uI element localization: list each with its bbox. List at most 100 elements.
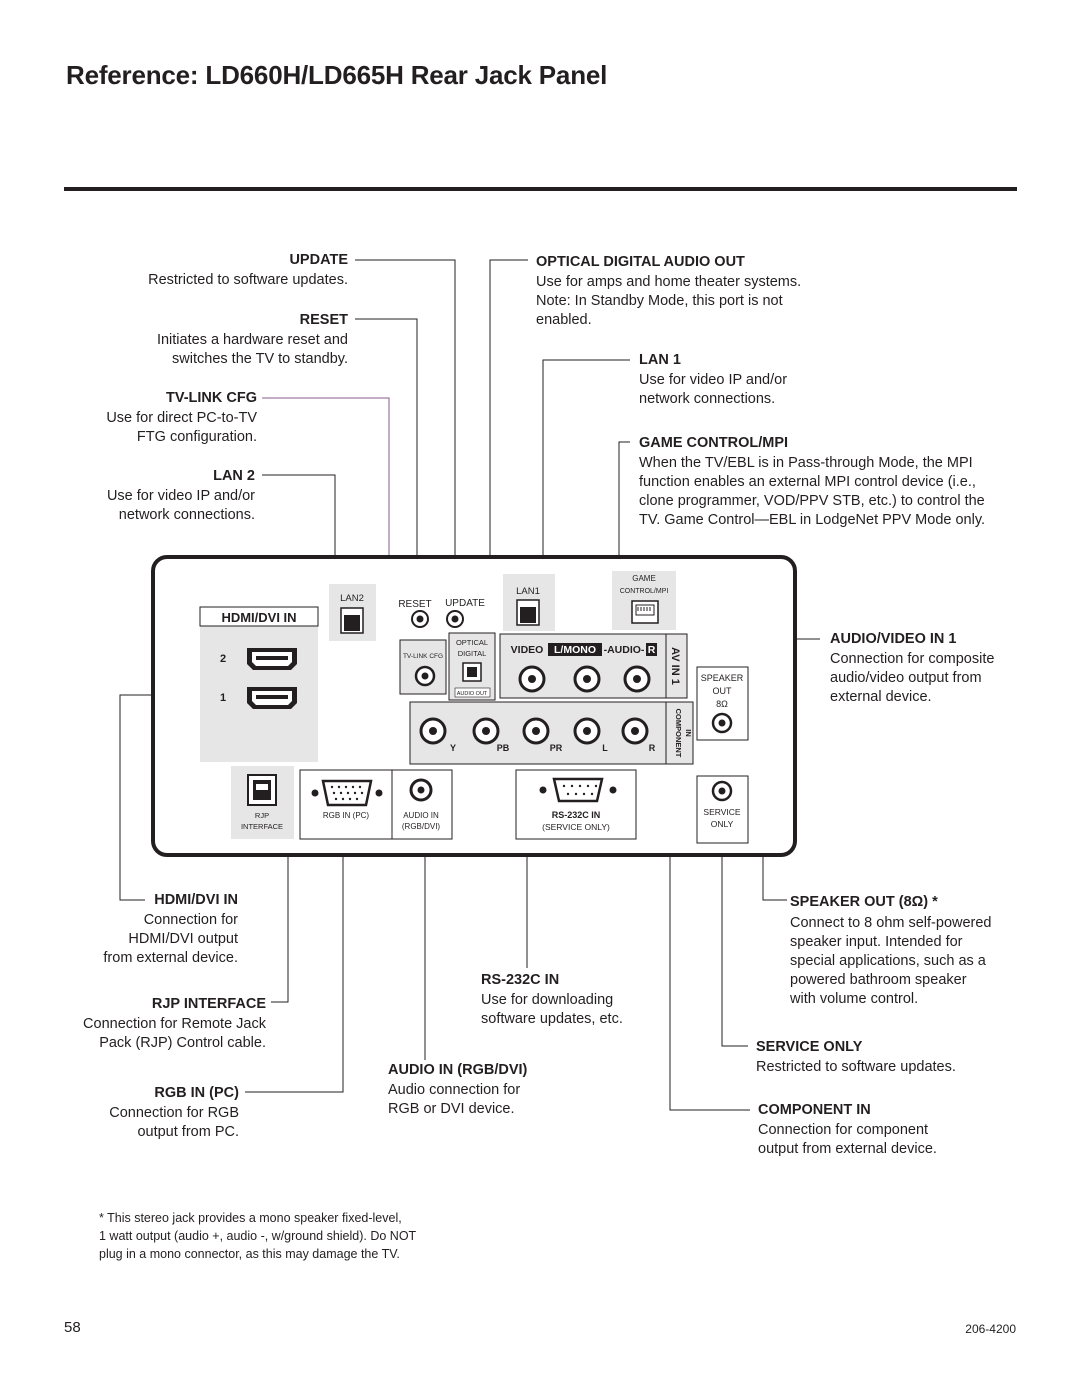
rjp-label-2: INTERFACE [241,822,283,831]
leader-optical [489,259,528,640]
callout-rjp-heading: RJP INTERFACE [151,996,266,1012]
rgb-in-pc-label: RGB IN (PC) [323,811,370,820]
lan1-label: LAN1 [516,586,540,597]
footnote-line-1: * This stereo jack provides a mono speak… [99,1211,402,1225]
component-r-label: R [649,743,656,753]
callout-speaker-text: Connect to 8 ohm self-powered speaker in… [790,915,992,1007]
leader-rgb [245,828,344,1093]
optical-label-top: OPTICAL [456,638,488,647]
callout-rs232-text: Use for downloading software updates, et… [481,992,623,1027]
rgb-vga-connector [311,779,383,807]
component-block: COMPONENT IN Y PB PR L R [409,701,694,765]
component-r-jack [621,717,649,745]
callout-reset-text: Initiates a hardware reset and switches … [156,332,348,367]
callout-hdmi-heading: HDMI/DVI IN [154,892,238,908]
hdmi-block-title: HDMI/DVI IN [221,610,296,625]
hdmi-port-2 [247,648,297,670]
callout-reset-heading: RESET [299,312,348,328]
callout-game-heading: GAME CONTROL/MPI [639,435,789,451]
speaker-label-3: 8Ω [716,699,728,709]
reset-button [411,610,429,628]
audio-in-jack [409,778,433,802]
callout-rgb-text: Connection for RGB output from PC. [109,1105,239,1140]
leader-component [669,765,750,1111]
component-vertical-label: COMPONENT [674,709,683,758]
callout-rs232-heading: RS-232C IN [481,972,560,988]
callout-update-heading: UPDATE [289,252,348,268]
hdmi-port-1-label: 1 [220,692,226,704]
component-y-label: Y [450,743,456,753]
av-video-jack [518,665,546,693]
component-pr-jack [522,717,550,745]
rjp-interface-port: RJP INTERFACE [231,766,294,839]
optical-label-mid: DIGITAL [458,649,487,658]
callout-game-text: When the TV/EBL is in Pass-through Mode,… [639,455,986,528]
rs232c-label-2: (SERVICE ONLY) [542,822,610,832]
callout-rgb-heading: RGB IN (PC) [154,1085,239,1101]
game-control-port: GAME CONTROL/MPI [612,571,676,630]
component-l-label: L [602,743,608,753]
speaker-label-1: SPEAKER [701,673,744,683]
callout-lan2-text: Use for video IP and/or network connecti… [106,488,255,523]
hdmi-block: HDMI/DVI IN 2 1 [199,606,319,762]
callout-tvlink-text: Use for direct PC-to-TV FTG configuratio… [106,410,257,445]
lan1-port: LAN1 [503,574,555,631]
speaker-label-2: OUT [713,686,733,696]
callout-component-text: Connection for component output from ext… [758,1122,937,1157]
component-in-vertical-label: IN [684,729,693,737]
component-l-jack [573,717,601,745]
callout-update-text: Restricted to software updates. [148,272,348,288]
callout-avin-heading: AUDIO/VIDEO IN 1 [830,631,957,647]
av-audio-r-label: R [648,644,656,656]
service-label-1: SERVICE [703,807,740,817]
leader-service [721,845,748,1047]
component-y-jack [419,717,447,745]
component-pr-label: PR [550,743,563,753]
lan2-label: LAN2 [340,593,364,604]
leader-reset [355,318,418,600]
title-rule [64,187,1017,191]
reset-label: RESET [398,599,431,610]
callout-audioin-text: Audio connection for RGB or DVI device. [388,1082,521,1117]
hdmi-port-1 [247,687,297,709]
av-in-1-block: VIDEO L/MONO -AUDIO- R AV IN 1 [499,633,688,699]
callout-rjp-text: Connection for Remote Jack Pack (RJP) Co… [83,1016,266,1051]
update-button [446,610,464,628]
callout-audioin-heading: AUDIO IN (RGB/DVI) [388,1062,528,1078]
av-audio-r-jack [623,665,651,693]
callout-service-heading: SERVICE ONLY [756,1039,863,1055]
speaker-out-port: SPEAKER OUT 8Ω [696,666,749,741]
audio-in-label-2: (RGB/DVI) [402,822,441,831]
leader-game [618,441,630,575]
doc-number: 206-4200 [965,1322,1016,1336]
av-in-1-vertical: AV IN 1 [669,647,681,685]
service-only-port: SERVICE ONLY [696,775,749,844]
callout-optical-heading: OPTICAL DIGITAL AUDIO OUT [536,254,745,270]
av-lmono-label: L/MONO [554,644,596,656]
av-video-label: VIDEO [511,644,544,656]
callout-lan1-heading: LAN 1 [639,352,681,368]
callout-lan1-text: Use for video IP and/or network connecti… [639,372,788,407]
page-title: Reference: LD660H/LD665H Rear Jack Panel [66,60,608,90]
update-label: UPDATE [445,598,485,609]
page-number: 58 [64,1319,81,1336]
rs232c-port: RS-232C IN (SERVICE ONLY) [515,769,637,840]
rjp-label-1: RJP [255,811,269,820]
callout-lan2-heading: LAN 2 [213,468,255,484]
leader-lan1 [542,359,630,580]
component-pb-jack [472,717,500,745]
leader-rjp [271,828,289,1003]
tvlink-port: TV-LINK CFG [399,639,447,695]
callout-avin-text: Connection for composite audio/video out… [830,651,995,705]
rs232c-label-1: RS-232C IN [552,810,601,820]
footnote-line-2: 1 watt output (audio +, audio -, w/groun… [99,1229,417,1243]
callout-service-text: Restricted to software updates. [756,1059,956,1075]
game-label-1: GAME [632,574,656,583]
rgb-audio-block: RGB IN (PC) AUDIO IN (RGB/DVI) [299,769,453,840]
av-audio-l-jack [573,665,601,693]
optical-label-bottom: AUDIO OUT [457,691,488,697]
av-audio-label: -AUDIO- [604,644,645,656]
callout-component-heading: COMPONENT IN [758,1102,871,1118]
footnote-line-3: plug in a mono connector, as this may da… [99,1247,400,1261]
